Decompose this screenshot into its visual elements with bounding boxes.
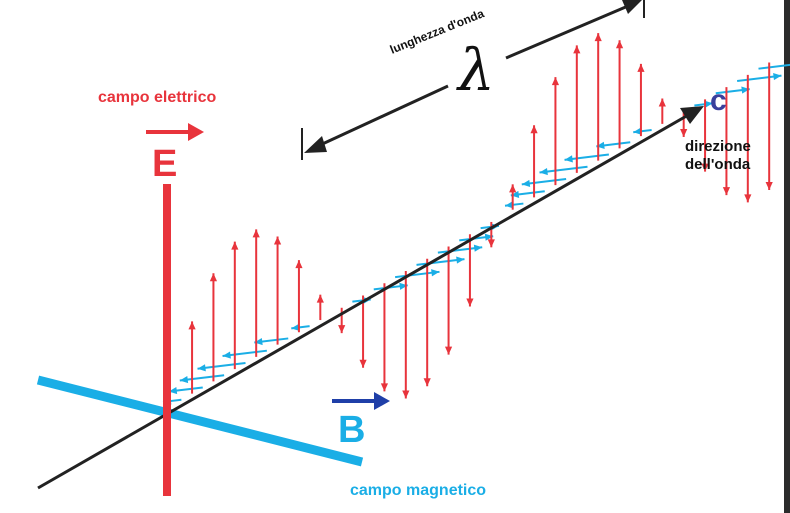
- electric-vector: [722, 87, 731, 196]
- direction-label-line1: direzione: [685, 138, 751, 155]
- magnetic-vector: [715, 86, 750, 95]
- electric-vector: [380, 283, 389, 392]
- electric-vector: [744, 74, 752, 203]
- wavelength-line-right: [505, 4, 629, 60]
- electric-vector: [658, 98, 666, 124]
- e-vector-arrowhead: [188, 123, 204, 141]
- electric-vector: [316, 294, 324, 321]
- electric-vector: [466, 234, 474, 307]
- direction-label-line2: dell'onda: [685, 156, 751, 173]
- electric-vector: [209, 273, 218, 382]
- magnetic-vector: [197, 361, 246, 372]
- electric-vector: [765, 62, 773, 191]
- electric-field-vectors: [188, 33, 773, 399]
- magnetic-field-label: campo magnetico: [350, 482, 486, 499]
- propagation-arrowhead: [680, 106, 704, 124]
- electric-vector: [530, 125, 538, 198]
- e-symbol: E: [152, 143, 177, 185]
- magnetic-vector: [564, 153, 609, 163]
- magnetic-vector: [504, 201, 524, 209]
- electric-vector: [487, 221, 495, 248]
- magnetic-field-axis: [36, 375, 364, 467]
- electric-vector: [359, 295, 367, 368]
- electric-vector: [444, 246, 453, 355]
- electric-vector: [273, 236, 282, 345]
- electric-vector: [423, 258, 431, 387]
- magnetic-vector: [291, 323, 310, 331]
- wavelength-line-left: [317, 84, 449, 148]
- electric-vector: [295, 260, 303, 333]
- electric-vector: [551, 77, 560, 186]
- magnetic-vector: [254, 337, 289, 346]
- magnetic-vector: [222, 349, 267, 359]
- magnetic-vector: [168, 386, 203, 395]
- magnetic-vector: [416, 256, 465, 266]
- magnetic-vector: [510, 190, 545, 198]
- c-symbol: c: [710, 84, 727, 117]
- electric-field-label: campo elettrico: [98, 89, 216, 106]
- electric-vector: [188, 321, 196, 394]
- wavelength-arrowhead-left: [304, 136, 327, 153]
- electric-vector: [594, 33, 602, 161]
- electric-vector: [231, 241, 239, 370]
- magnetic-vector: [539, 165, 588, 176]
- b-symbol: B: [338, 409, 365, 451]
- electric-vector: [252, 229, 260, 357]
- magnetic-vector: [521, 178, 567, 187]
- electric-vector: [701, 99, 709, 172]
- electric-vector: [573, 45, 581, 173]
- magnetic-vector: [633, 127, 652, 135]
- wavelength-arrowhead-right: [622, 0, 642, 14]
- magnetic-vector: [395, 269, 440, 279]
- electric-vector: [637, 63, 645, 137]
- propagation-axis: [37, 112, 691, 490]
- magnetic-vector: [758, 63, 790, 70]
- magnetic-vector: [179, 374, 225, 384]
- magnetic-vector: [596, 141, 631, 149]
- electric-vector: [680, 111, 688, 137]
- magnetic-vector: [737, 73, 782, 82]
- electric-vector: [402, 270, 410, 399]
- electric-vector: [338, 307, 346, 334]
- b-vector-arrowhead: [374, 392, 390, 410]
- electric-vector: [615, 40, 624, 149]
- lambda-symbol: λ: [456, 36, 495, 104]
- electric-vector: [509, 184, 517, 210]
- magnetic-vector: [694, 100, 713, 108]
- magnetic-vector: [437, 244, 483, 254]
